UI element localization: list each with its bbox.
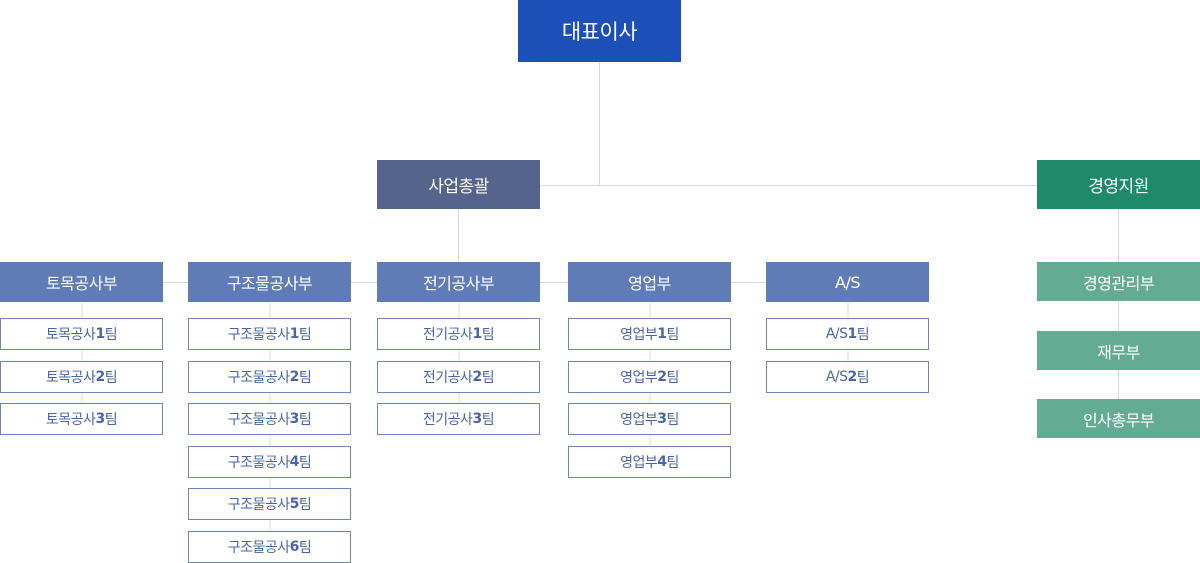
general-manager-box: 사업총괄 [377, 160, 540, 209]
ceo-box: 대표이사 [518, 0, 681, 62]
department-box: 토목공사부 [0, 262, 163, 302]
department-box: 구조물공사부 [188, 262, 351, 302]
department-box: A/S [766, 262, 929, 302]
support-department-box: 경영관리부 [1037, 262, 1200, 301]
department-box: 전기공사부 [377, 262, 540, 302]
management-support-box: 경영지원 [1037, 160, 1200, 209]
support-department-box: 재무부 [1037, 331, 1200, 370]
support-department-box: 인사총무부 [1037, 399, 1200, 438]
department-box: 영업부 [568, 262, 731, 302]
